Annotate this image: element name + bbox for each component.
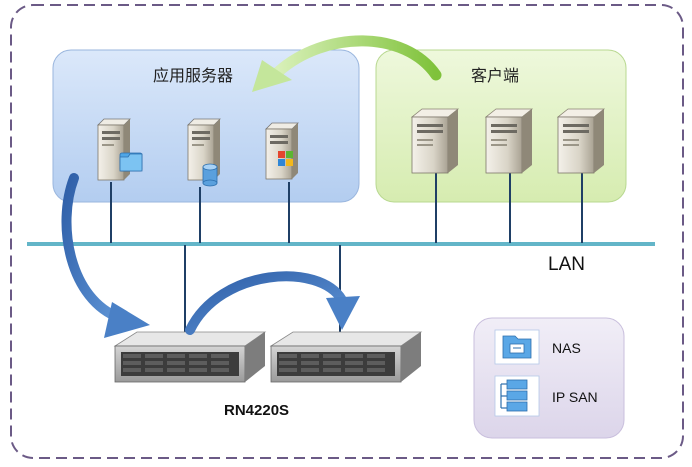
legend-nas-label: NAS	[552, 340, 581, 356]
client-to-server-arrow	[252, 35, 442, 92]
tower-pc-icon	[556, 108, 606, 174]
tower-pc-icon	[410, 108, 460, 174]
client-group-label: 客户端	[471, 66, 520, 85]
server-with-folder-icon	[97, 118, 143, 181]
server-with-database-icon	[187, 118, 221, 187]
server-to-storage-arrow	[61, 173, 150, 338]
nas-icon	[494, 329, 540, 365]
tower-pc-icon	[484, 108, 534, 174]
outer-dashed-frame	[10, 4, 684, 459]
app-server-group-label: 应用服务器	[153, 66, 234, 85]
client-drop-lines	[435, 172, 583, 243]
legend-ipsan-label: IP SAN	[552, 389, 598, 405]
storage-model-label: RN4220S	[224, 402, 290, 419]
server-with-windows-icon	[265, 122, 299, 180]
lan-backbone	[27, 242, 655, 246]
replication-arrow	[185, 271, 360, 335]
storage-uplinks	[184, 245, 341, 334]
app-server-drop-lines	[110, 182, 290, 243]
rack-storage-unit	[113, 331, 267, 383]
lan-label: LAN	[548, 254, 585, 275]
rack-storage-unit	[269, 331, 423, 383]
ip-san-icon	[494, 375, 540, 417]
